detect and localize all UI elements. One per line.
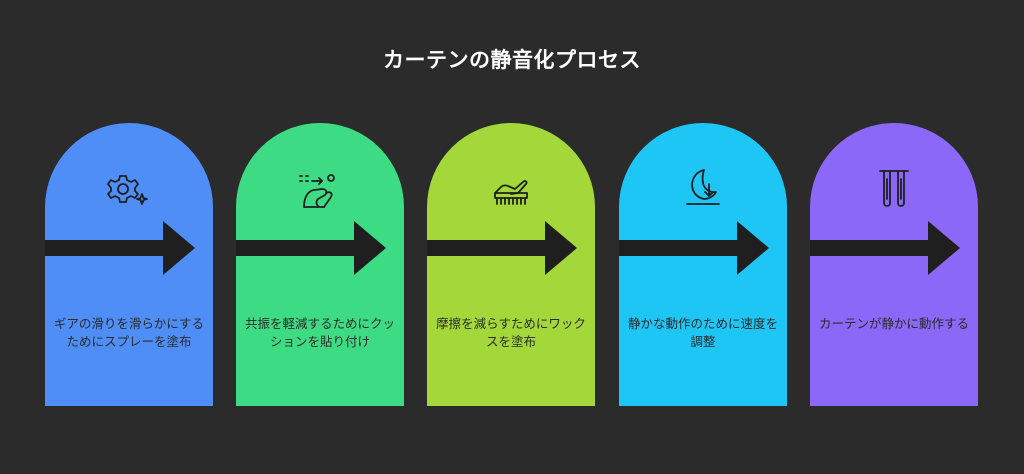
step-4-label: 静かな動作のために速度を調整 bbox=[627, 316, 778, 349]
step-3-arrow bbox=[427, 221, 577, 275]
gear-sparkle-icon bbox=[99, 163, 159, 213]
step-4-arrow bbox=[619, 221, 769, 275]
diagram-title: カーテンの静音化プロセス bbox=[383, 48, 641, 72]
step-1-label: ギアの滑りを滑らかにするためにスプレーを塗布 bbox=[53, 316, 205, 349]
step-3-label: 摩擦を減らすためにワックスを塗布 bbox=[436, 316, 586, 349]
step-5-arrow bbox=[810, 221, 960, 275]
step-3: 摩擦を減らすためにワックスを塗布 bbox=[427, 123, 595, 406]
step-5: カーテンが静かに動作する bbox=[810, 123, 978, 406]
step-2: 共振を軽減するためにクッションを貼り付け bbox=[236, 123, 404, 406]
step-1: ギアの滑りを滑らかにするためにスプレーを塗布 bbox=[45, 123, 213, 406]
step-1-arrow bbox=[45, 221, 195, 275]
curtain-icon bbox=[864, 163, 924, 213]
step-5-label: カーテンが静かに動作する bbox=[818, 316, 969, 331]
step-2-arrow bbox=[236, 221, 386, 275]
step-2-label: 共振を軽減するためにクッションを貼り付け bbox=[244, 316, 395, 349]
seat-cushion-icon bbox=[290, 163, 350, 213]
moon-download-icon bbox=[673, 163, 733, 213]
step-4: 静かな動作のために速度を調整 bbox=[619, 123, 787, 406]
hand-brush-icon bbox=[481, 163, 541, 213]
